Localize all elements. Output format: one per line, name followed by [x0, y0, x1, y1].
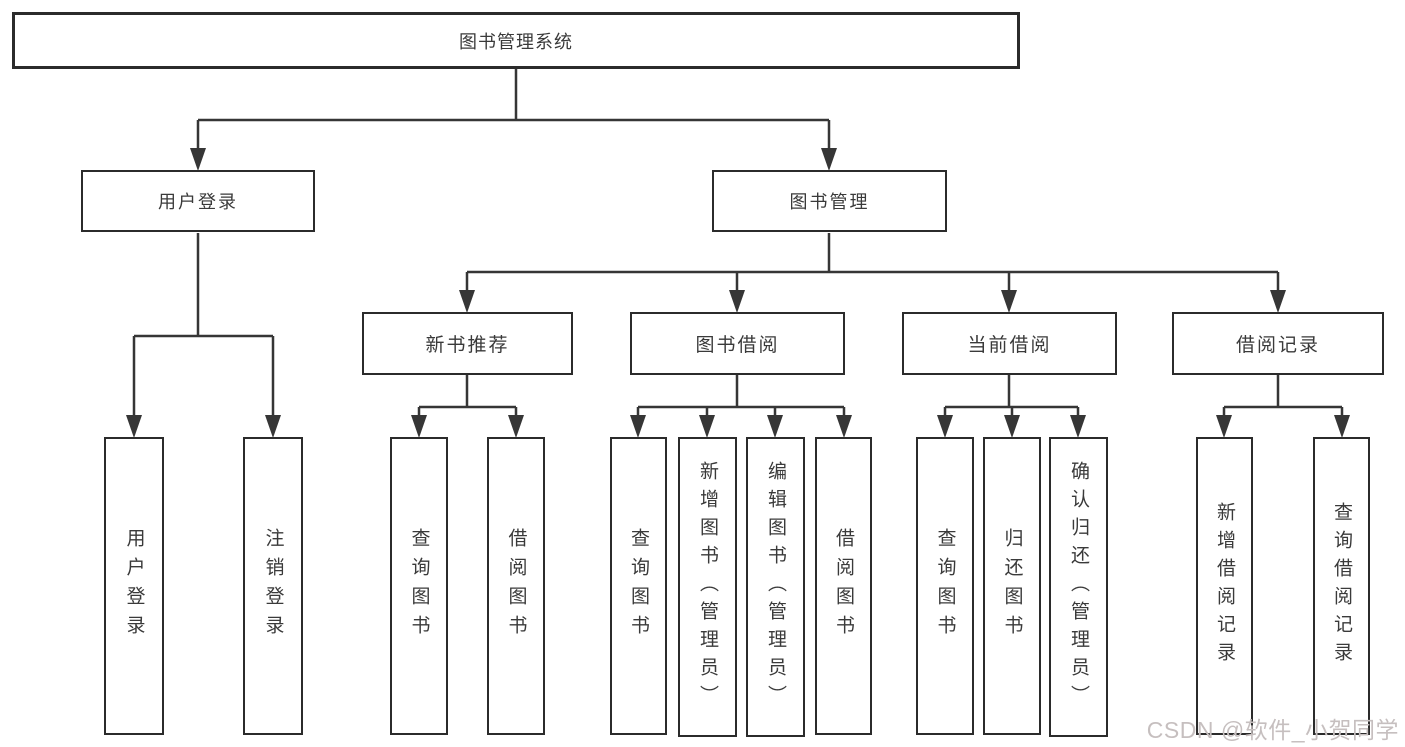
leaf-return-books: 归还图书: [983, 437, 1041, 735]
leaf-borrow-books: 借阅图书: [815, 437, 872, 735]
leaf-edit-books-admin: 编辑图书（管理员）: [746, 437, 805, 737]
node-book-management: 图书管理: [712, 170, 947, 232]
leaf-query-books-recommend: 查询图书: [390, 437, 448, 735]
node-library-management-system: 图书管理系统: [12, 12, 1020, 69]
node-label: 查询图书: [408, 528, 430, 644]
node-label: 注销登录: [262, 528, 284, 644]
node-label: 查询图书: [628, 528, 649, 644]
leaf-borrow-books-recommend: 借阅图书: [487, 437, 545, 735]
node-label: 图书借阅: [695, 335, 780, 356]
leaf-logout: 注销登录: [243, 437, 303, 735]
node-label: 借阅图书: [505, 528, 527, 644]
node-label: 当前借阅: [967, 335, 1052, 356]
node-label: 新增图书（管理员）: [697, 461, 718, 713]
leaf-query-books-current: 查询图书: [916, 437, 974, 735]
node-label: 新书推荐: [425, 335, 510, 356]
node-book-borrowing: 图书借阅: [630, 312, 845, 375]
leaf-query-books-borrow: 查询图书: [610, 437, 667, 735]
node-label: 归还图书: [1001, 528, 1023, 644]
leaf-add-books-admin: 新增图书（管理员）: [678, 437, 737, 737]
leaf-confirm-return-admin: 确认归还（管理员）: [1049, 437, 1108, 737]
node-current-borrowing: 当前借阅: [902, 312, 1117, 375]
node-borrowing-records: 借阅记录: [1172, 312, 1384, 375]
node-label: 确认归还（管理员）: [1068, 461, 1089, 713]
node-label: 编辑图书（管理员）: [765, 461, 786, 713]
csdn-watermark: CSDN @软件_小贺同学: [1146, 717, 1399, 743]
node-label: 图书管理: [789, 192, 870, 212]
node-label: 借阅图书: [833, 528, 854, 644]
node-label: 图书管理系统: [459, 31, 573, 52]
node-new-book-recommend: 新书推荐: [362, 312, 573, 375]
leaf-add-borrow-record: 新增借阅记录: [1196, 437, 1253, 735]
leaf-user-login: 用户登录: [104, 437, 164, 735]
node-label: 查询图书: [934, 528, 956, 644]
node-label: 用户登录: [123, 528, 145, 644]
node-label: 查询借阅记录: [1331, 502, 1352, 670]
node-label: 借阅记录: [1235, 335, 1320, 356]
node-label: 用户登录: [158, 192, 238, 212]
node-label: 新增借阅记录: [1214, 502, 1235, 670]
leaf-query-borrow-record: 查询借阅记录: [1313, 437, 1370, 735]
node-user-login: 用户登录: [81, 170, 315, 232]
